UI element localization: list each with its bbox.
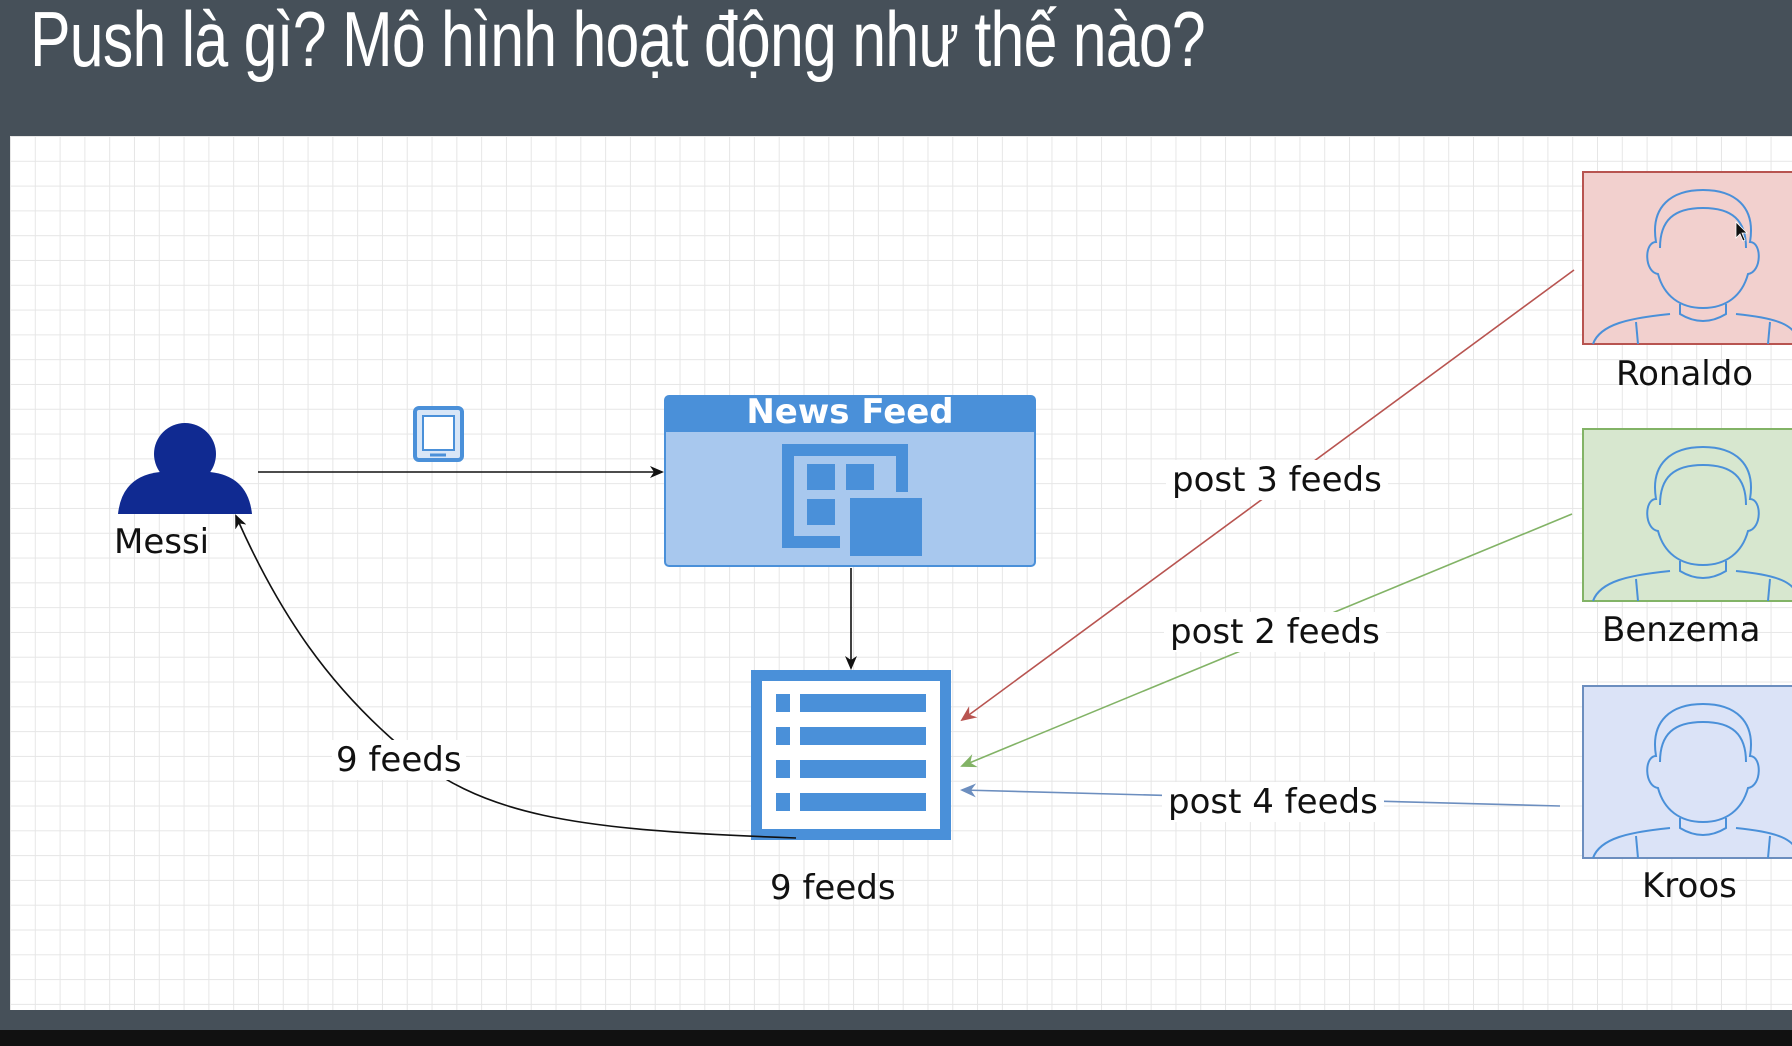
news-feed-icon [782,444,922,556]
news-feed-title: News Feed [746,392,954,432]
friend-label-kroos: Kroos [1642,866,1737,906]
friend-box-kroos [1582,685,1792,859]
person-icon-benzema [1592,445,1792,602]
post-label-benzema: post 2 feeds [1164,612,1386,652]
slide-title: Push là gì? Mô hình hoạt động như thế nà… [30,0,1206,83]
return-edge-label: 9 feeds [332,740,466,780]
post-label-ronaldo: post 3 feeds [1166,460,1388,500]
cursor-icon [1735,221,1748,242]
post-label-kroos: post 4 feeds [1162,782,1384,822]
person-icon-kroos [1592,702,1792,859]
friend-box-ronaldo [1582,171,1792,345]
friend-label-ronaldo: Ronaldo [1616,354,1754,394]
tablet-icon [413,406,464,462]
friend-label-benzema: Benzema [1602,610,1761,650]
user-icon [118,423,252,514]
friend-box-benzema [1582,428,1792,602]
user-label: Messi [114,522,210,562]
diagram-canvas: Messi News Feed 9 feeds 9 feeds post 3 f… [10,136,1792,1010]
feed-list-icon [751,670,951,840]
diagram-svg [118,171,1792,859]
feed-list-label: 9 feeds [770,868,896,908]
person-icon-ronaldo [1592,188,1792,345]
bottom-bar [0,1030,1792,1046]
